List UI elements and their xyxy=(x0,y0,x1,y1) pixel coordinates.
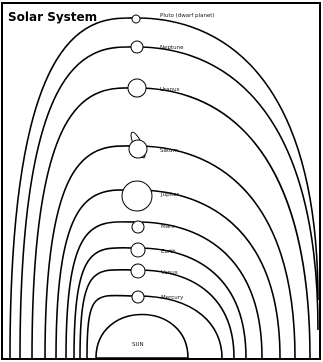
planet-label: Pluto (dwarf planet) xyxy=(160,13,215,19)
planet-body xyxy=(131,243,145,257)
diagram-title: Solar System xyxy=(8,10,97,24)
planet-label: Mercury xyxy=(161,295,184,301)
sun-shape xyxy=(96,315,188,359)
planet-label: Venus xyxy=(161,270,178,276)
planet-mars xyxy=(132,221,144,233)
planet-jupiter xyxy=(122,181,152,211)
sun: SUN xyxy=(96,315,188,359)
planet-body xyxy=(132,221,144,233)
planet-body xyxy=(129,140,147,158)
planet-uranus xyxy=(128,79,146,97)
diagram-frame xyxy=(2,3,320,359)
planet-labels: Pluto (dwarf planet) NeptuneUranusSaturnJ… xyxy=(160,13,215,301)
planet-body xyxy=(132,15,140,23)
orbit-line xyxy=(10,18,318,358)
planet-label: Mars xyxy=(161,224,174,230)
planet-body xyxy=(131,41,143,53)
planet-earth xyxy=(131,243,145,257)
planet-body xyxy=(122,181,152,211)
planet-label: Neptune xyxy=(160,45,184,51)
planet-saturn xyxy=(128,131,147,160)
planet-label: Uranus xyxy=(160,87,180,93)
planet-label: Earth xyxy=(161,249,176,255)
planet-body xyxy=(132,291,144,303)
planet-pluto xyxy=(132,15,140,23)
planets xyxy=(122,15,152,303)
planet-body xyxy=(131,264,145,278)
planet-body xyxy=(128,79,146,97)
planet-venus xyxy=(131,264,145,278)
planet-mercury xyxy=(132,291,144,303)
sun-label: SUN xyxy=(132,342,144,348)
planet-neptune xyxy=(131,41,143,53)
planet-label: Jupiter xyxy=(160,192,180,198)
orbit-lines xyxy=(10,18,318,358)
planet-label: Saturn xyxy=(160,148,179,154)
